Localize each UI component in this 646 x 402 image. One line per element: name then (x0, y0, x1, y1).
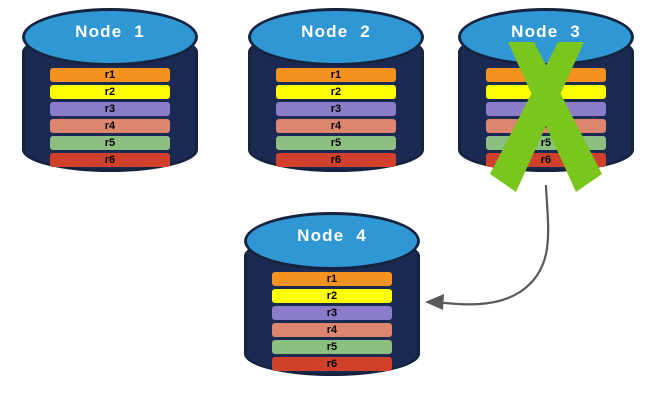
node-2-row-list: r1 r2 r3 r4 r5 r6 (276, 68, 396, 167)
node-2-cylinder-top (248, 8, 424, 66)
node-1-row-r5: r5 (50, 136, 170, 150)
node-1-title: Node 1 (75, 22, 145, 41)
node-2-row-r2: r2 (276, 85, 396, 99)
node-4-row-r5: r5 (272, 340, 392, 354)
node-2-row-r3: r3 (276, 102, 396, 116)
node-4-row-r4: r4 (272, 323, 392, 337)
node-1-row-list: r1 r2 r3 r4 r5 r6 (50, 68, 170, 167)
node-1-row-r2: r2 (50, 85, 170, 99)
recovery-arrow-line (433, 184, 550, 306)
recovery-arrow-head-icon (425, 294, 444, 310)
node-1-row-r1: r1 (50, 68, 170, 82)
node-4-row-r1: r1 (272, 272, 392, 286)
node-3-row-r2: r2 (486, 85, 606, 99)
node-4-cylinder-top (244, 212, 420, 270)
node-1-row-r4: r4 (50, 119, 170, 133)
node-2-title: Node 2 (301, 22, 371, 41)
node-3-row-r5: r5 (486, 136, 606, 150)
node-3-row-list: r1 r2 r3 r4 r5 r6 (486, 68, 606, 167)
node-1-cylinder-top (22, 8, 198, 66)
node-2[interactable]: Node 2 r1 r2 r3 r4 r5 r6 (248, 8, 424, 190)
node-1[interactable]: Node 1 r1 r2 r3 r4 r5 r6 (22, 8, 198, 190)
node-3-row-r4: r4 (486, 119, 606, 133)
node-1-row-r6: r6 (50, 153, 170, 167)
node-2-row-r1: r1 (276, 68, 396, 82)
node-4-row-r3: r3 (272, 306, 392, 320)
node-3-title: Node 3 (511, 22, 581, 41)
node-4-row-r2: r2 (272, 289, 392, 303)
node-4-title: Node 4 (297, 226, 367, 245)
node-3-row-r6: r6 (486, 153, 606, 167)
node-2-row-r6: r6 (276, 153, 396, 167)
node-3-row-r3: r3 (486, 102, 606, 116)
node-3[interactable]: Node 3 r1 r2 r3 r4 r5 r6 (458, 8, 634, 192)
node-2-row-r4: r4 (276, 119, 396, 133)
node-4-row-list: r1 r2 r3 r4 r5 r6 (272, 272, 392, 371)
node-4-row-r6: r6 (272, 357, 392, 371)
node-1-row-r3: r3 (50, 102, 170, 116)
node-3-row-r1: r1 (486, 68, 606, 82)
node-4[interactable]: Node 4 r1 r2 r3 r4 r5 r6 (244, 212, 420, 394)
node-2-row-r5: r5 (276, 136, 396, 150)
